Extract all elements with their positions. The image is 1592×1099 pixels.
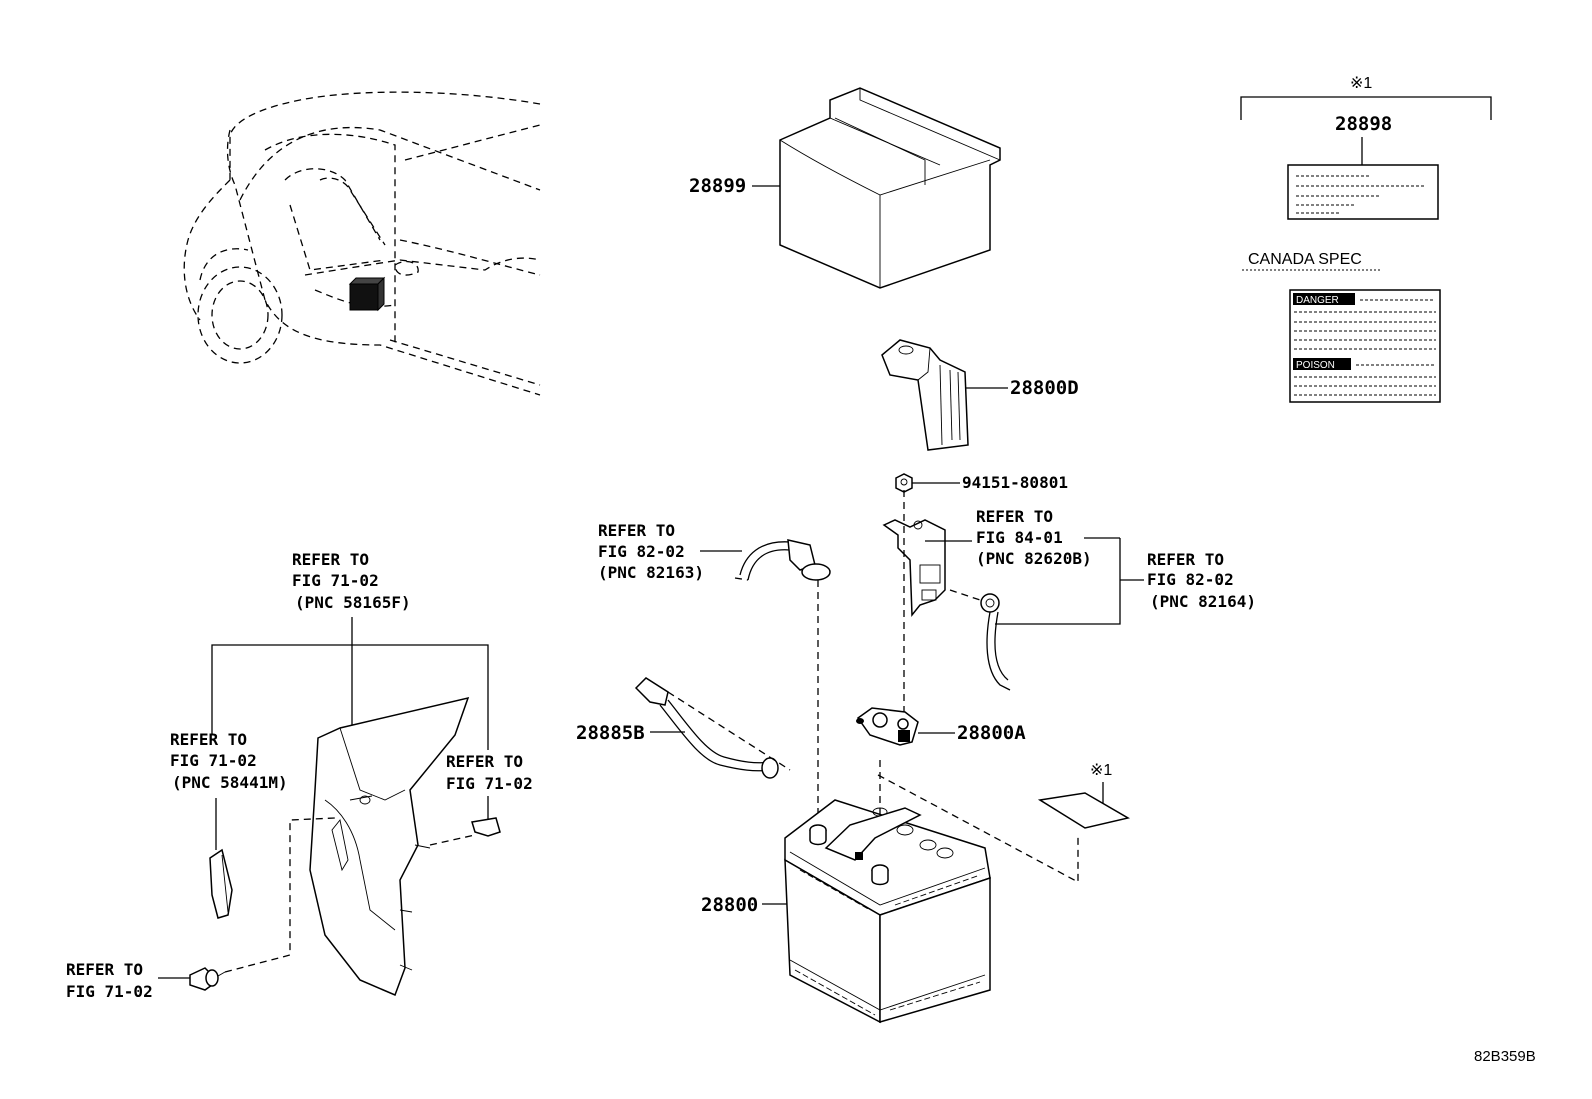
terminal-cover[interactable] [881, 339, 969, 451]
part-number-28800D[interactable]: 28800D [1010, 377, 1079, 399]
callout-fig-82-02-82163: REFER TO FIG 82-02 (PNC 82163) [598, 521, 742, 582]
reference-fig-82-02-left[interactable]: FIG 82-02 [598, 542, 685, 561]
reference-fig-71-02-bottom[interactable]: FIG 71-02 [66, 982, 153, 1001]
callout-fig-82-02-82164: REFER TO FIG 82-02 (PNC 82164) [995, 538, 1256, 625]
svg-text:REFER TO: REFER TO [170, 730, 247, 749]
reference-fig-71-02-top[interactable]: FIG 71-02 [292, 571, 379, 590]
part-number-28899[interactable]: 28899 [689, 175, 746, 197]
terminal-nut[interactable] [895, 473, 913, 493]
panel-retainer-left[interactable] [209, 848, 233, 919]
poison-warning-text: POISON [1296, 360, 1335, 371]
svg-text:※1: ※1 [1090, 762, 1112, 779]
battery-clamp-rod[interactable] [634, 677, 791, 779]
svg-text:(PNC 58441M): (PNC 58441M) [172, 773, 288, 792]
svg-text:REFER TO: REFER TO [598, 521, 675, 540]
canada-spec-label: CANADA SPEC [1248, 251, 1362, 268]
part-number-28800[interactable]: 28800 [701, 894, 758, 916]
reference-fig-84-01[interactable]: FIG 84-01 [976, 528, 1063, 547]
battery[interactable] [784, 799, 991, 1024]
positive-cable [986, 611, 1011, 691]
label-group: ※1 28898 CANADA SPEC DANGER POISON [1240, 75, 1492, 403]
callout-fig-71-02-bottom: REFER TO FIG 71-02 [66, 960, 190, 1001]
svg-text:REFER TO: REFER TO [446, 752, 523, 771]
svg-text:REFER TO: REFER TO [292, 550, 369, 569]
callout-fig-84-01: REFER TO FIG 84-01 (PNC 82620B) [925, 507, 1120, 568]
svg-text:(PNC 82164): (PNC 82164) [1150, 592, 1256, 611]
part-number-28885B[interactable]: 28885B [576, 722, 645, 744]
battery-cover[interactable] [779, 87, 1001, 289]
panel-push-clip[interactable] [189, 967, 226, 991]
vehicle-location-illustration [183, 91, 541, 396]
reference-fig-71-02-right[interactable]: FIG 71-02 [446, 774, 533, 793]
part-number-94151-80801[interactable]: 94151-80801 [962, 473, 1068, 492]
positive-cable-bracket[interactable] [882, 519, 946, 618]
callout-fig-71-02-right: REFER TO FIG 71-02 [446, 752, 533, 820]
note-mark: ※1 [1350, 75, 1372, 92]
svg-text:REFER TO: REFER TO [1147, 550, 1224, 569]
part-number-28800A[interactable]: 28800A [957, 722, 1026, 744]
reference-fig-71-02-left[interactable]: FIG 71-02 [170, 751, 257, 770]
callout-fig-71-02-58441M: REFER TO FIG 71-02 (PNC 58441M) [170, 730, 288, 792]
battery-label-sticker: ※1 [1037, 762, 1131, 829]
svg-text:REFER TO: REFER TO [976, 507, 1053, 526]
svg-text:(PNC 82620B): (PNC 82620B) [976, 549, 1092, 568]
reference-fig-82-02-right[interactable]: FIG 82-02 [1147, 570, 1234, 589]
negative-cable [734, 539, 831, 581]
interior-side-panel [309, 696, 470, 997]
part-number-28898[interactable]: 28898 [1335, 113, 1392, 135]
positive-terminal[interactable] [856, 707, 919, 746]
svg-text:(PNC 58165F): (PNC 58165F) [295, 593, 411, 612]
diagram-id: 82B359B [1474, 1048, 1536, 1065]
callout-fig-71-02-58165F: REFER TO FIG 71-02 (PNC 58165F) [211, 550, 489, 750]
svg-text:REFER TO: REFER TO [66, 960, 143, 979]
svg-text:(PNC 82163): (PNC 82163) [598, 563, 704, 582]
panel-clip-right[interactable] [471, 817, 501, 837]
danger-warning-text: DANGER [1296, 295, 1339, 306]
